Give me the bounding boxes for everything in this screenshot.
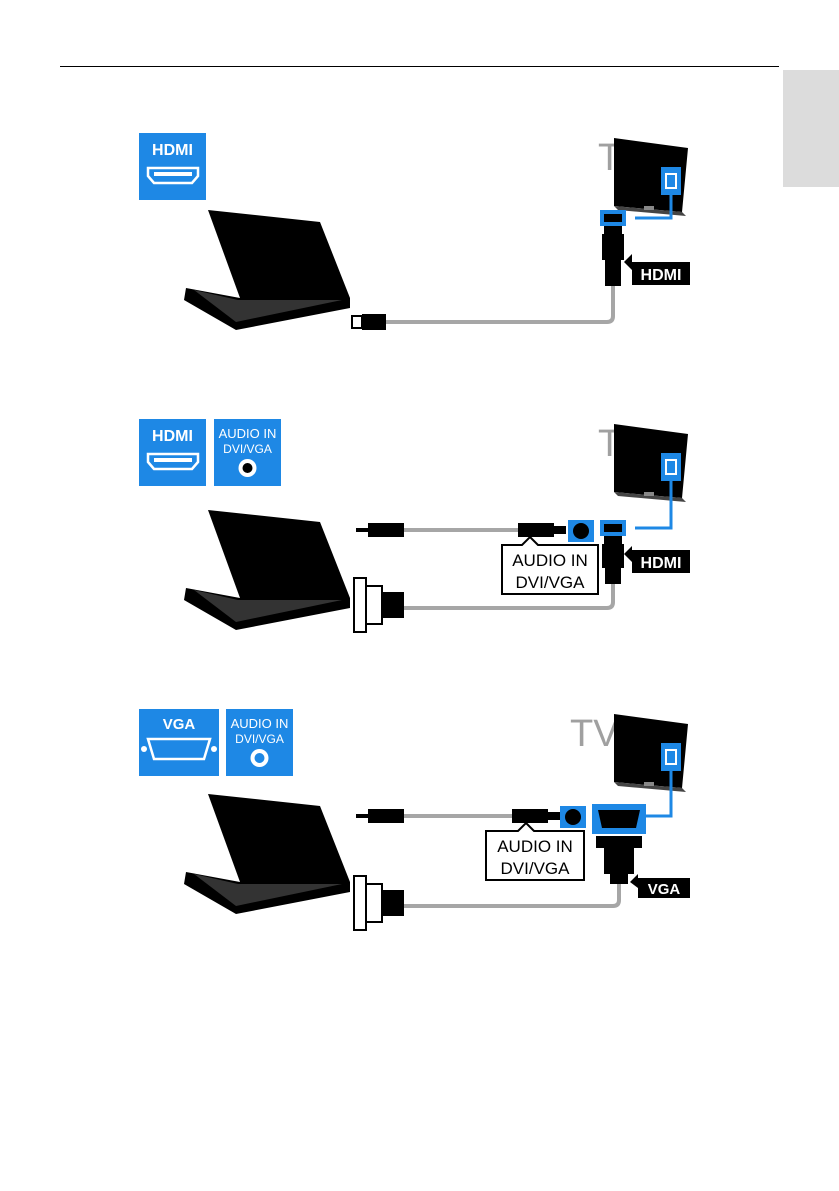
hdmi-port-tile: HDMI [139,419,206,486]
svg-text:DVI/VGA: DVI/VGA [516,573,586,592]
dvi-cable [404,584,615,610]
audio-in-callout: AUDIO IN DVI/VGA [485,821,585,881]
svg-text:DVI/VGA: DVI/VGA [501,859,571,878]
hdmi-plug [602,536,624,584]
hdmi-cable [386,286,615,324]
audio-cable [356,809,560,823]
dvi-plug-icon [353,577,404,633]
hdmi-port-icon [146,452,200,471]
svg-text:HDMI: HDMI [641,267,682,284]
vga-cable [404,884,621,908]
svg-text:VGA: VGA [648,881,681,898]
audio-cable [356,523,566,537]
tv-port-link [646,770,673,818]
audio-port-tile: AUDIO IN DVI/VGA [214,419,281,486]
hdmi-callout: HDMI [624,254,690,285]
tv-icon [614,424,688,502]
tv-port-link [635,194,673,220]
audio-in-callout: AUDIO IN DVI/VGA [501,535,599,595]
vga-plug [596,836,642,884]
vga-port-tile: VGA [139,709,219,776]
audio-port-tile: AUDIO IN DVI/VGA [226,709,293,776]
svg-text:DVI/VGA: DVI/VGA [223,442,272,456]
diagram-hdmi-audio: HDMI AUDIO IN DVI/VGA TV HDMI [130,416,710,646]
svg-text:AUDIO IN: AUDIO IN [497,837,573,856]
laptop-icon [184,510,350,630]
hdmi-callout: HDMI [624,546,690,573]
diagram-vga-audio: VGA AUDIO IN DVI/VGA TV VGA [130,706,710,936]
svg-text:HDMI: HDMI [641,555,682,572]
tv-port-link [635,480,673,530]
laptop-hdmi-plug [351,314,386,330]
svg-text:DVI/VGA: DVI/VGA [235,732,284,746]
hdmi-port-tile: HDMI [139,133,206,200]
svg-text:AUDIO IN: AUDIO IN [219,426,277,441]
tv-icon [614,138,688,216]
vga-callout: VGA [630,874,690,898]
dvi-plug-icon [353,875,404,931]
header-rule [60,66,779,67]
tv-label: TV [570,713,619,755]
svg-text:AUDIO IN: AUDIO IN [231,716,289,731]
diagram-hdmi: HDMI TV HDMI [130,130,710,360]
svg-text:HDMI: HDMI [152,428,193,445]
tv-icon [614,714,688,792]
hdmi-port-icon [146,166,200,185]
svg-text:AUDIO IN: AUDIO IN [512,551,588,570]
vga-port-icon [146,737,212,761]
svg-text:VGA: VGA [163,716,196,733]
side-tab [783,70,839,187]
hdmi-tile-label: HDMI [152,142,193,159]
hdmi-plug [602,226,624,286]
laptop-icon [184,210,350,330]
laptop-icon [184,794,350,914]
